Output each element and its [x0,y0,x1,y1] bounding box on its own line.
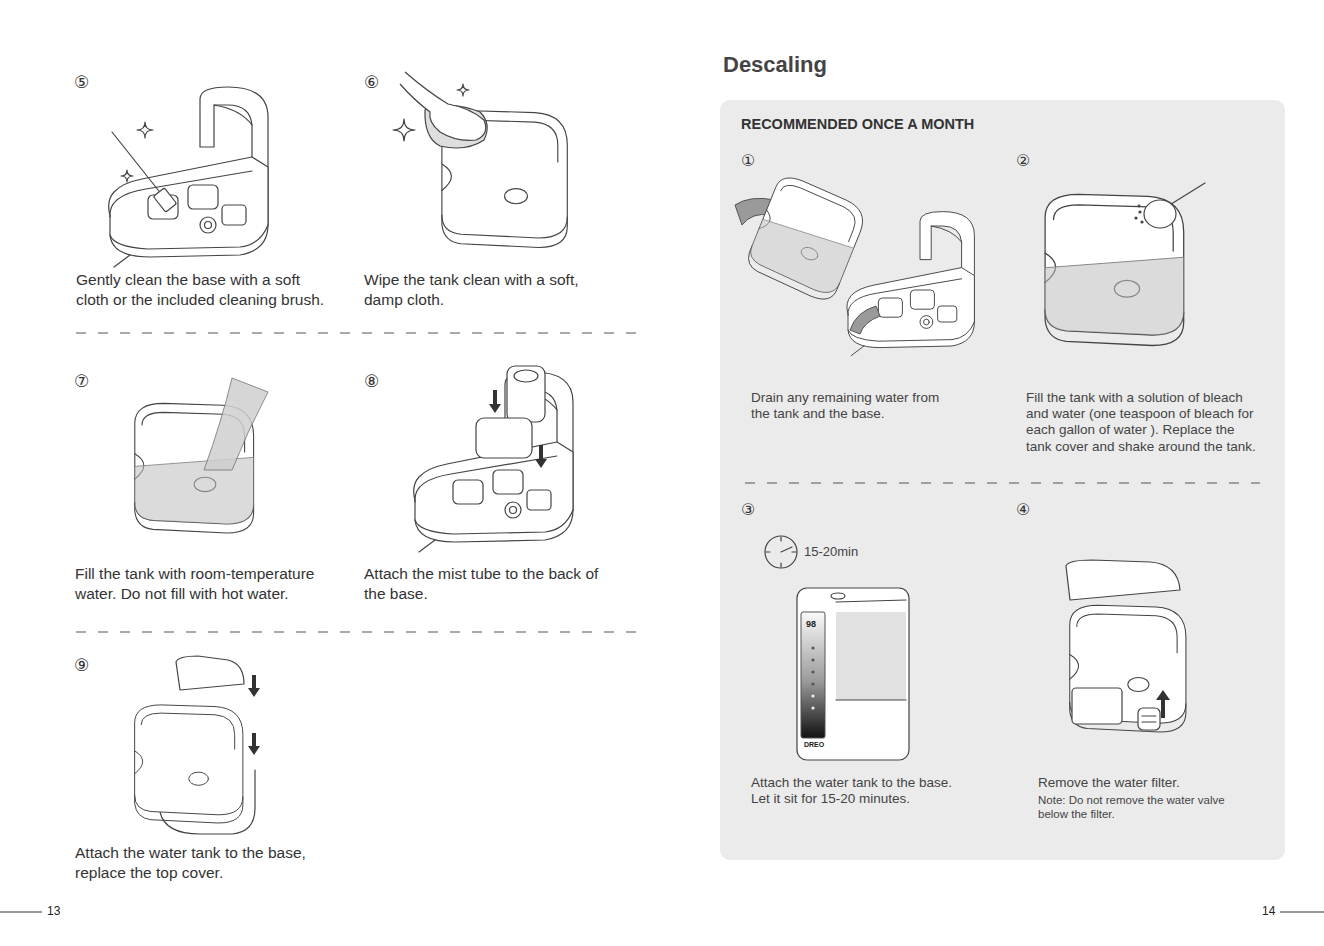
step-instruction: Remove the water filter. [1038,775,1278,791]
brush-head [153,188,176,212]
arrow-down [489,390,501,413]
water-fill [135,457,254,524]
mist-tube-part [476,418,532,458]
mist-tube [507,366,545,422]
step-instruction: Gently clean the base with a soft cloth … [76,270,332,310]
step-number: ⑥ [364,71,379,93]
sparkle [137,122,153,138]
arrow-down [535,445,547,468]
water-stream [204,378,268,470]
step-instruction: Drain any remaining water from the tank … [751,390,949,422]
display-reading: 98 [806,619,816,630]
sparkle [121,170,133,182]
step-instruction: Attach the water tank to the base, repla… [75,843,325,883]
step-instruction: Wipe the tank clean with a soft, damp cl… [364,270,604,310]
step-number: ② [1016,151,1030,172]
divider [76,333,643,334]
teaspoon-bowl [1144,200,1176,228]
arrow-up [1156,690,1170,718]
tank-water [836,612,906,700]
step-instruction: Attach the mist tube to the back of the … [364,564,614,604]
step-number: ⑧ [364,370,379,392]
step-number: ① [741,151,755,172]
water-filter [1138,708,1160,730]
page-rule [1280,912,1324,913]
timer-icon [765,536,797,568]
step-instruction: Attach the water tank to the base. Let i… [751,775,963,807]
step-number: ⑦ [74,370,89,392]
top-cover [176,656,244,690]
step-number: ⑤ [74,71,89,93]
water-tank [1045,194,1184,345]
step-number: ③ [741,500,755,521]
sparkle [393,119,415,141]
section-heading: Descaling [723,52,827,78]
duration-label: 15-20min [804,544,858,560]
step-number: ④ [1016,500,1030,521]
pour-stream [850,306,880,334]
water-fill [1045,257,1184,335]
step-instruction: Fill the tank with room-temperature wate… [75,564,331,604]
note: Note: Do not remove the water valve belo… [1038,794,1248,822]
water-tank [1070,605,1186,732]
page-rule [0,912,42,913]
step-instruction: Fill the tank with a solution of bleach … [1026,390,1262,455]
step-number: ⑨ [74,654,89,676]
page-number: 14 [1262,904,1275,918]
divider [76,632,643,633]
water-tank [135,705,243,823]
sparkle [457,84,469,96]
tank-insert [1072,688,1122,724]
humidifier-front [797,588,909,760]
brand-logo: DREO [804,741,824,749]
display-panel [801,612,825,738]
humidifier-base [109,87,268,267]
arrow-down [248,675,260,697]
humidifier-base [414,372,573,552]
arrow-down [248,733,260,755]
page-number: 13 [47,904,60,918]
frequency-note: RECOMMENDED ONCE A MONTH [741,116,974,132]
